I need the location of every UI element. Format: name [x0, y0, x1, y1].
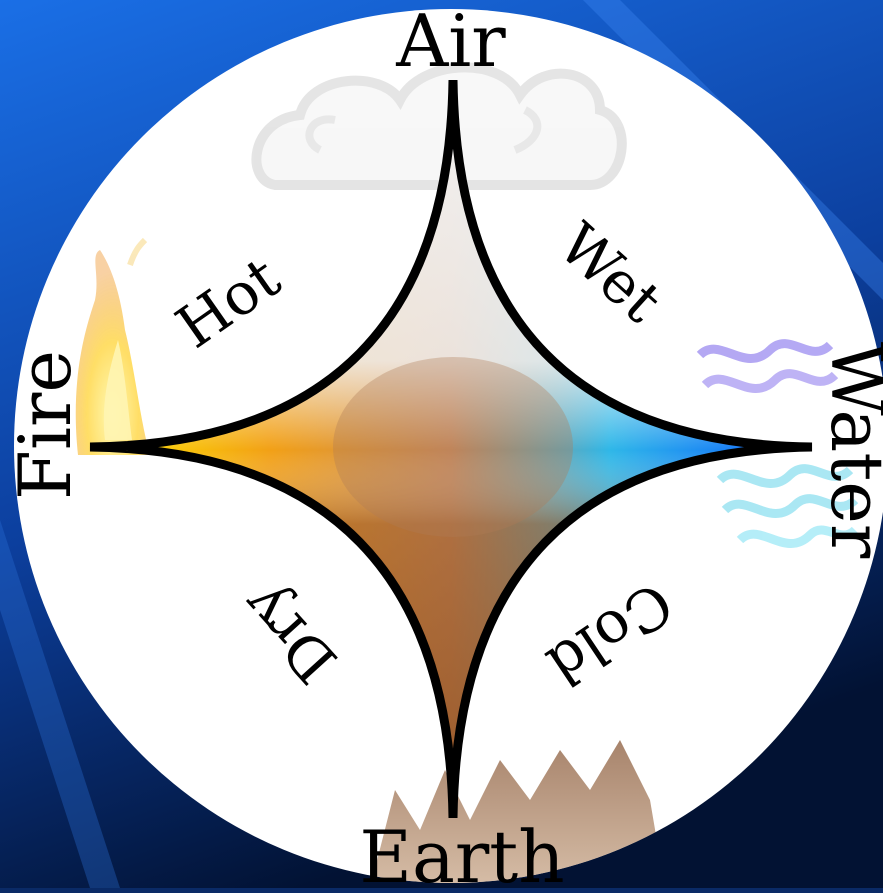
element-label-water: Water [815, 342, 883, 559]
cloud-icon [251, 62, 627, 190]
diamond-outline [89, 79, 813, 819]
qualities-diamond [89, 79, 813, 819]
element-label-air: Air [395, 0, 506, 83]
element-label-earth: Earth [359, 815, 564, 888]
water-waves-icon [696, 339, 859, 548]
mountains-icon [370, 740, 665, 883]
element-label-fire: Fire [3, 350, 87, 500]
flame-icon [75, 237, 150, 455]
